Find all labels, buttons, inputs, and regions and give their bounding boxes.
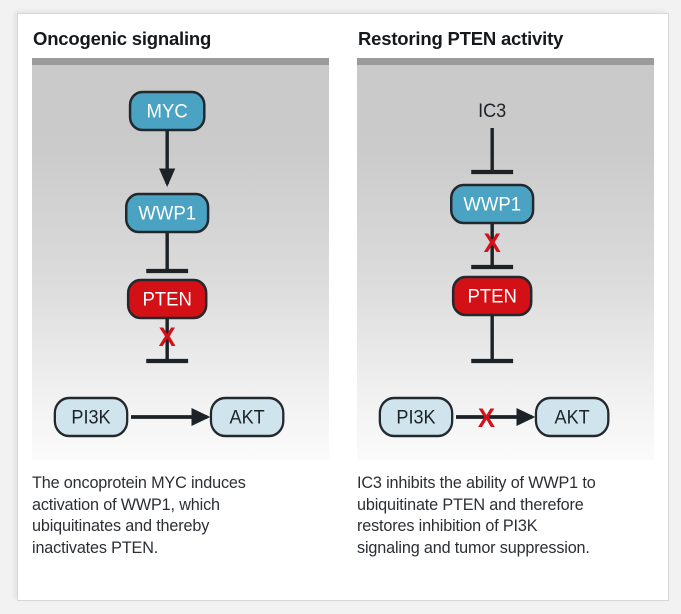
node-pten-shape <box>451 275 533 317</box>
node-akt[interactable]: AKT <box>209 396 285 438</box>
caption-line: restores inhibition of PI3K <box>357 517 538 536</box>
node-wwp1[interactable]: WWP1 <box>450 183 535 225</box>
caption-oncogenic-signaling: The oncoprotein MYC induces activation o… <box>32 473 329 559</box>
node-wwp1[interactable]: WWP1 <box>125 192 210 234</box>
node-pi3k-shape <box>53 396 129 438</box>
diagram-oncogenic-signaling: MYC WWP1 <box>32 58 329 460</box>
caption-line: ubiquitinate PTEN and therefore <box>357 495 584 514</box>
node-pten-label: PTEN <box>142 289 191 311</box>
node-pi3k-label: PI3K <box>71 406 111 428</box>
node-akt-label: AKT <box>555 406 590 428</box>
edge-pten-to-pi3k <box>471 316 514 364</box>
node-myc[interactable]: MYC <box>128 90 206 132</box>
pathway-diagram-left: MYC WWP1 <box>53 90 285 438</box>
node-wwp1-shape <box>450 183 535 225</box>
blocked-x-icon: X <box>159 321 177 352</box>
blocked-x-icon: X <box>484 227 502 258</box>
node-wwp1-label: WWP1 <box>138 203 196 225</box>
diagram-restoring-pten-activity: IC3 WWP1 <box>357 58 654 460</box>
panel-columns: Oncogenic signaling MYC <box>18 14 668 600</box>
node-pi3k-shape <box>378 396 454 438</box>
caption-line: inactivates PTEN. <box>32 538 159 557</box>
caption-line: signaling and tumor suppression. <box>357 538 590 557</box>
node-pten-label: PTEN <box>467 286 516 308</box>
panel-oncogenic-signaling: Oncogenic signaling MYC <box>18 14 343 600</box>
node-pten[interactable]: PTEN <box>126 278 208 320</box>
node-myc-label: MYC <box>147 101 188 123</box>
node-pi3k-label: PI3K <box>396 406 436 428</box>
node-akt-shape <box>209 396 285 438</box>
caption-line: The oncoprotein MYC induces <box>32 474 246 492</box>
edge-wwp1-to-pten-blocked: X <box>471 224 514 270</box>
caption-line: IC3 inhibits the ability of WWP1 to <box>357 474 596 492</box>
blocked-x-icon: X <box>478 402 496 433</box>
node-akt[interactable]: AKT <box>534 396 610 438</box>
node-ic3-label: IC3 <box>478 100 506 122</box>
node-pi3k[interactable]: PI3K <box>53 396 129 438</box>
edge-wwp1-to-pten <box>146 233 189 274</box>
node-wwp1-label: WWP1 <box>463 194 521 216</box>
pathway-diagram-right: IC3 WWP1 <box>378 100 610 438</box>
panel-restoring-pten-activity: Restoring PTEN activity IC3 <box>343 14 668 600</box>
edge-pi3k-to-akt-blocked: X <box>456 402 536 433</box>
panel-title-oncogenic-signaling: Oncogenic signaling <box>33 28 212 49</box>
node-akt-shape <box>534 396 610 438</box>
caption-line: ubiquitinates and thereby <box>32 517 210 536</box>
edge-ic3-to-wwp1 <box>471 128 514 175</box>
node-pi3k[interactable]: PI3K <box>378 396 454 438</box>
node-wwp1-shape <box>125 192 210 234</box>
node-akt-label: AKT <box>230 406 265 428</box>
figure-frame: Oncogenic signaling MYC <box>17 13 669 601</box>
caption-restoring-pten-activity: IC3 inhibits the ability of WWP1 to ubiq… <box>357 473 654 559</box>
node-myc-shape <box>128 90 206 132</box>
edge-pten-to-pi3k-blocked: X <box>146 319 189 364</box>
node-pten-shape <box>126 278 208 320</box>
caption-line: activation of WWP1, which <box>32 495 220 514</box>
panel-title-restoring-pten-activity: Restoring PTEN activity <box>358 28 564 49</box>
node-ic3[interactable]: IC3 <box>478 100 506 122</box>
node-pten[interactable]: PTEN <box>451 275 533 317</box>
